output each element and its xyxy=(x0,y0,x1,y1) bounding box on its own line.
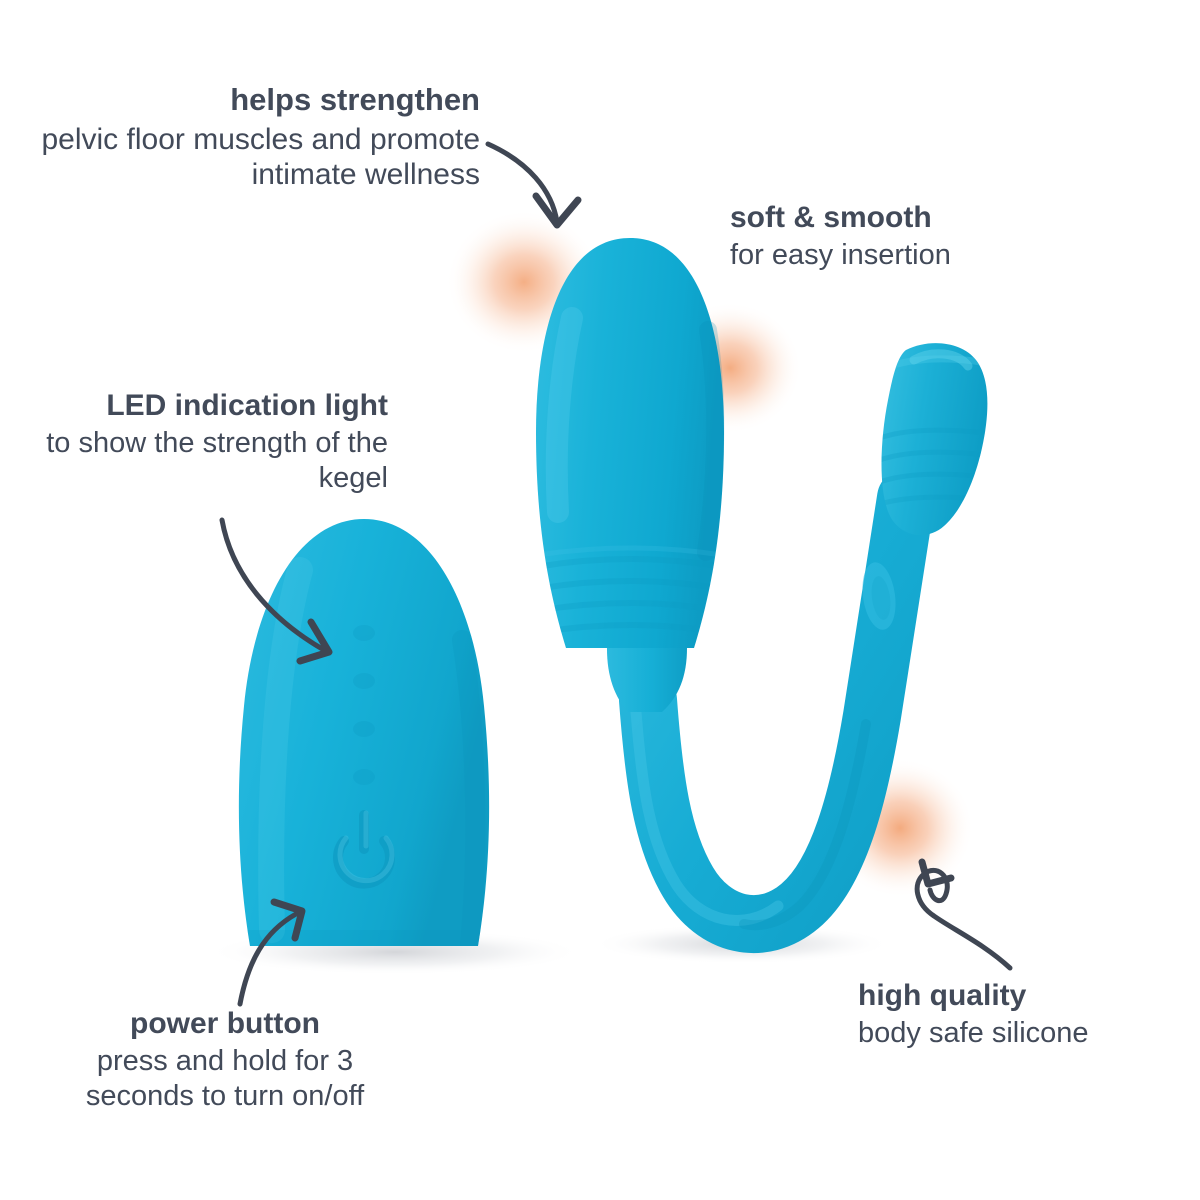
led-indicator-dots xyxy=(353,625,375,785)
tail-highlight xyxy=(630,706,784,926)
callout-heading: high quality xyxy=(858,979,1027,1012)
tail-body xyxy=(619,469,935,954)
arrow-led xyxy=(219,517,333,665)
shadow-remote xyxy=(207,929,583,975)
remote-body xyxy=(238,519,490,946)
power-icon xyxy=(333,810,395,889)
glow-egg-right xyxy=(658,302,802,434)
callout-soft-smooth: soft & smooth for easy insertion xyxy=(730,200,1030,273)
glow-tail-lower-right xyxy=(826,758,974,898)
remote-base-shade xyxy=(240,930,490,946)
remote-shade xyxy=(452,630,486,946)
tail-nub xyxy=(862,562,896,630)
glow-egg-top-left xyxy=(446,210,602,354)
arrow-quality xyxy=(914,858,1013,971)
led-dot xyxy=(353,673,375,689)
tail-tip-body xyxy=(881,343,988,536)
callout-helps-strengthen: helps strengthen pelvic floor muscles an… xyxy=(20,82,480,192)
callout-body: press and hold for 3 seconds to turn on/… xyxy=(85,1045,365,1112)
arrow-power xyxy=(237,898,306,1007)
callout-heading: helps strengthen xyxy=(230,82,480,117)
power-icon-emboss xyxy=(337,810,395,884)
egg-body xyxy=(536,238,724,648)
arrow-strengthen xyxy=(485,141,582,229)
tail-tip-ribs xyxy=(881,355,988,509)
egg-highlight xyxy=(545,307,583,523)
remote-control xyxy=(238,519,490,946)
callout-led-indication-light: LED indication light to show the strengt… xyxy=(10,388,388,495)
callout-high-quality: high quality body safe silicone xyxy=(858,978,1188,1051)
shadow-layer xyxy=(207,924,892,975)
callout-power-button: power button press and hold for 3 second… xyxy=(55,1006,395,1113)
led-dot xyxy=(353,625,375,641)
callout-heading: LED indication light xyxy=(106,389,388,422)
arrow-layer xyxy=(219,141,1013,1007)
tail-nub-inner xyxy=(871,576,891,620)
tail-shade xyxy=(739,719,871,931)
callout-body: pelvic floor muscles and promote intimat… xyxy=(41,122,480,191)
shadow-tail-bend xyxy=(592,924,892,964)
led-dot xyxy=(353,721,375,737)
callout-heading: soft & smooth xyxy=(730,201,932,234)
egg-shade xyxy=(697,321,725,561)
egg-insert xyxy=(536,238,725,712)
callout-body: for easy insertion xyxy=(730,239,951,272)
egg-ribs xyxy=(536,545,724,639)
tail-tip xyxy=(881,343,988,536)
callout-body: to show the strength of the kegel xyxy=(46,427,388,494)
remote-highlight xyxy=(258,557,313,943)
tail-tip-highlight xyxy=(909,349,973,371)
egg-neck xyxy=(606,630,687,712)
callout-heading: power button xyxy=(130,1007,320,1040)
retrieval-tail xyxy=(619,469,935,954)
callout-body: body safe silicone xyxy=(858,1017,1089,1050)
led-dot xyxy=(353,769,375,785)
glow-layer xyxy=(446,210,974,898)
